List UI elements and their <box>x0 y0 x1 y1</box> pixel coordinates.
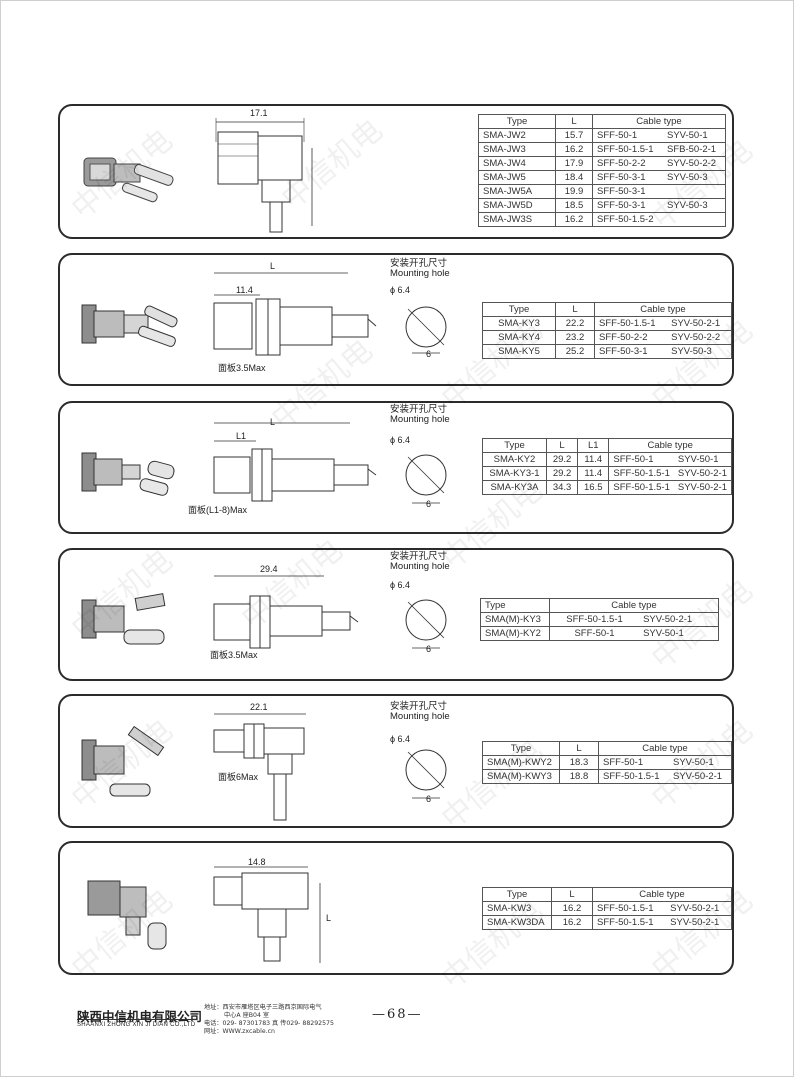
mounting-hole-flat: 6 <box>426 794 432 804</box>
col-header-l: L <box>555 114 593 129</box>
dim-sub: 11.4 <box>236 285 253 295</box>
panel-thickness-note: 面板(L1-8)Max <box>188 505 248 515</box>
m-ky-dimension-drawing <box>213 575 359 649</box>
col-header-cable-type: Cable type <box>592 114 726 129</box>
panel-thickness-note: 面板3.5Max <box>210 650 258 660</box>
kw-dimension-drawing <box>213 866 321 963</box>
bulkhead-jack-photo <box>81 304 178 347</box>
address-line-2: 中心A 座B04 室 <box>224 1012 270 1019</box>
table-header-row: Type L Cable type <box>482 302 732 317</box>
bulkhead-right-angle-photo <box>81 725 165 797</box>
dim-top: 22.1 <box>250 702 268 712</box>
mounting-hole-flat: 6 <box>426 349 432 359</box>
dim-side: L <box>326 913 332 923</box>
mounting-hole-dia: ϕ 6.4 <box>390 734 411 744</box>
table-header-row: Type L Cable type <box>478 114 726 129</box>
mounting-hole-dia: ϕ 6.4 <box>390 435 411 445</box>
dim-top: L <box>270 417 276 427</box>
right-angle-jack-photo <box>87 880 167 950</box>
company-name-en: SHAANXI ZHONG XIN JI DIAN CO.,LTD <box>77 1022 196 1028</box>
dim-sub: L1 <box>236 431 247 441</box>
contact-info: 地址：西安市雁塔区电子三路西京国际电气 中心A 座B04 室 电话：029- 8… <box>204 1004 334 1036</box>
bulkhead-jack-short-photo <box>81 452 175 496</box>
dim-top: 14.8 <box>248 857 266 867</box>
table-header-row: Type Cable type <box>480 598 719 613</box>
mounting-hole-flat: 6 <box>426 644 432 654</box>
mounting-hole-dia: ϕ 6.4 <box>390 285 411 295</box>
website: 网址：WWW.zxcable.cn <box>204 1028 275 1035</box>
right-angle-plug-photo <box>83 157 174 203</box>
mounting-hole-diagram <box>405 749 447 799</box>
table-header-row: Type L Cable type <box>482 887 732 902</box>
ky-dimension-drawing <box>213 272 377 356</box>
m-kwy-dimension-drawing <box>213 713 306 821</box>
dim-top: 29.4 <box>260 564 278 574</box>
footer-divider <box>77 1019 197 1020</box>
address-line-1: 地址：西安市雁塔区电子三路西京国际电气 <box>204 1004 322 1011</box>
jw-dimension-drawing <box>215 118 313 233</box>
table-header-row: Type L Cable type <box>482 741 732 756</box>
dim-top: L <box>270 261 276 271</box>
dim-top: 17.1 <box>250 108 268 118</box>
panel-thickness-note: 面板3.5Max <box>218 363 266 373</box>
ky2-dimension-drawing <box>213 422 377 502</box>
mounting-hole-dia: ϕ 6.4 <box>390 580 411 590</box>
mounting-hole-flat: 6 <box>426 499 432 509</box>
page-number: —68— <box>372 1007 423 1022</box>
mounting-hole-diagram <box>405 306 447 354</box>
phone-fax: 电话：029- 87301783 真 传029- 88292575 <box>204 1020 334 1027</box>
mounting-hole-diagram <box>405 599 447 649</box>
col-header-type: Type <box>478 114 556 129</box>
bulkhead-male-photo <box>81 593 166 645</box>
panel-thickness-note: 面板6Max <box>218 772 259 782</box>
company-name-cn: 陕西中信机电有限公司 <box>77 1009 203 1024</box>
table-header-row: Type L L1 Cable type <box>482 438 732 453</box>
mounting-hole-diagram <box>405 454 447 504</box>
